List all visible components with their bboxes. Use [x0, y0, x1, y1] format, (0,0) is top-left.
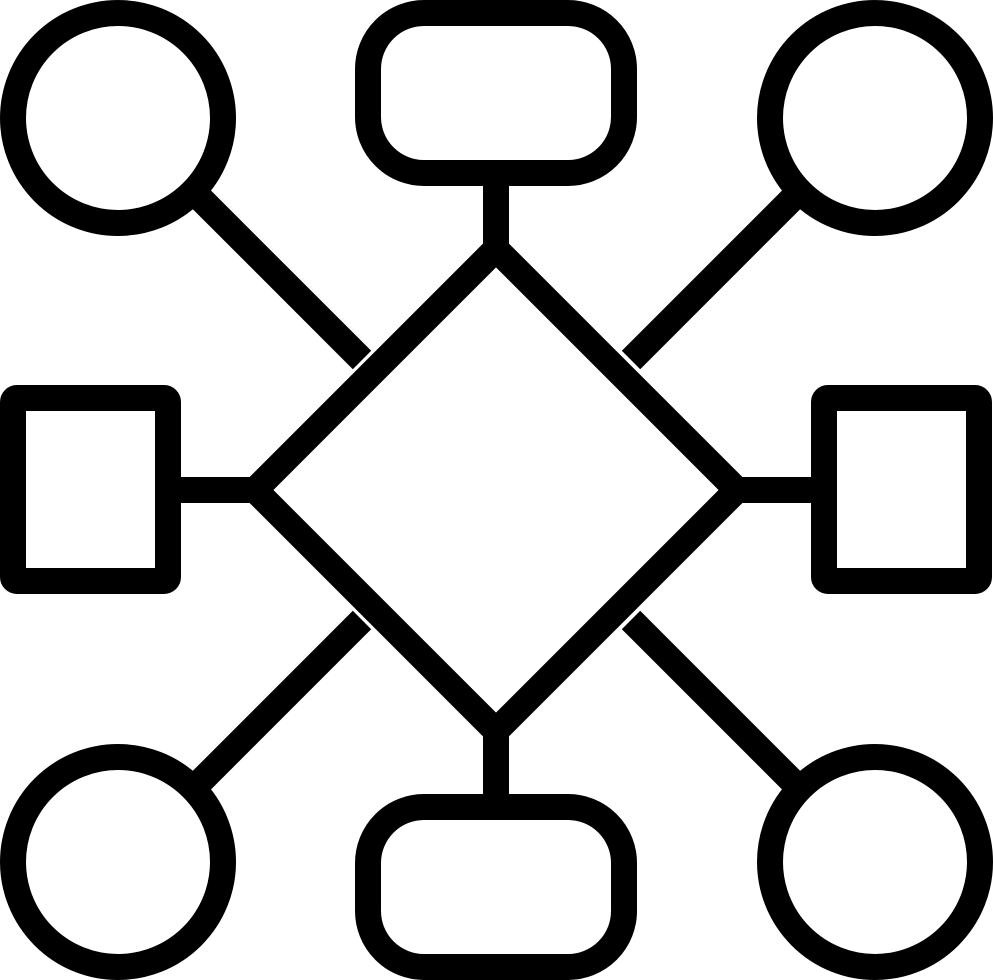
connectors — [180, 184, 812, 796]
node-pill-top — [355, 0, 637, 186]
edge-top-left — [186, 184, 372, 370]
edge-bottom-right — [621, 610, 807, 796]
edge-bottom-left — [186, 610, 372, 796]
node-pill-bottom — [355, 794, 637, 980]
center-diamond — [242, 236, 750, 744]
node-circle-bottom-right — [757, 744, 993, 980]
edge-top-right — [621, 184, 807, 370]
node-circle-top-left — [0, 0, 236, 236]
node-circle-top-right — [757, 0, 993, 236]
node-square-left — [0, 385, 181, 594]
node-square-right — [811, 385, 992, 594]
node-circle-bottom-left — [0, 744, 236, 980]
